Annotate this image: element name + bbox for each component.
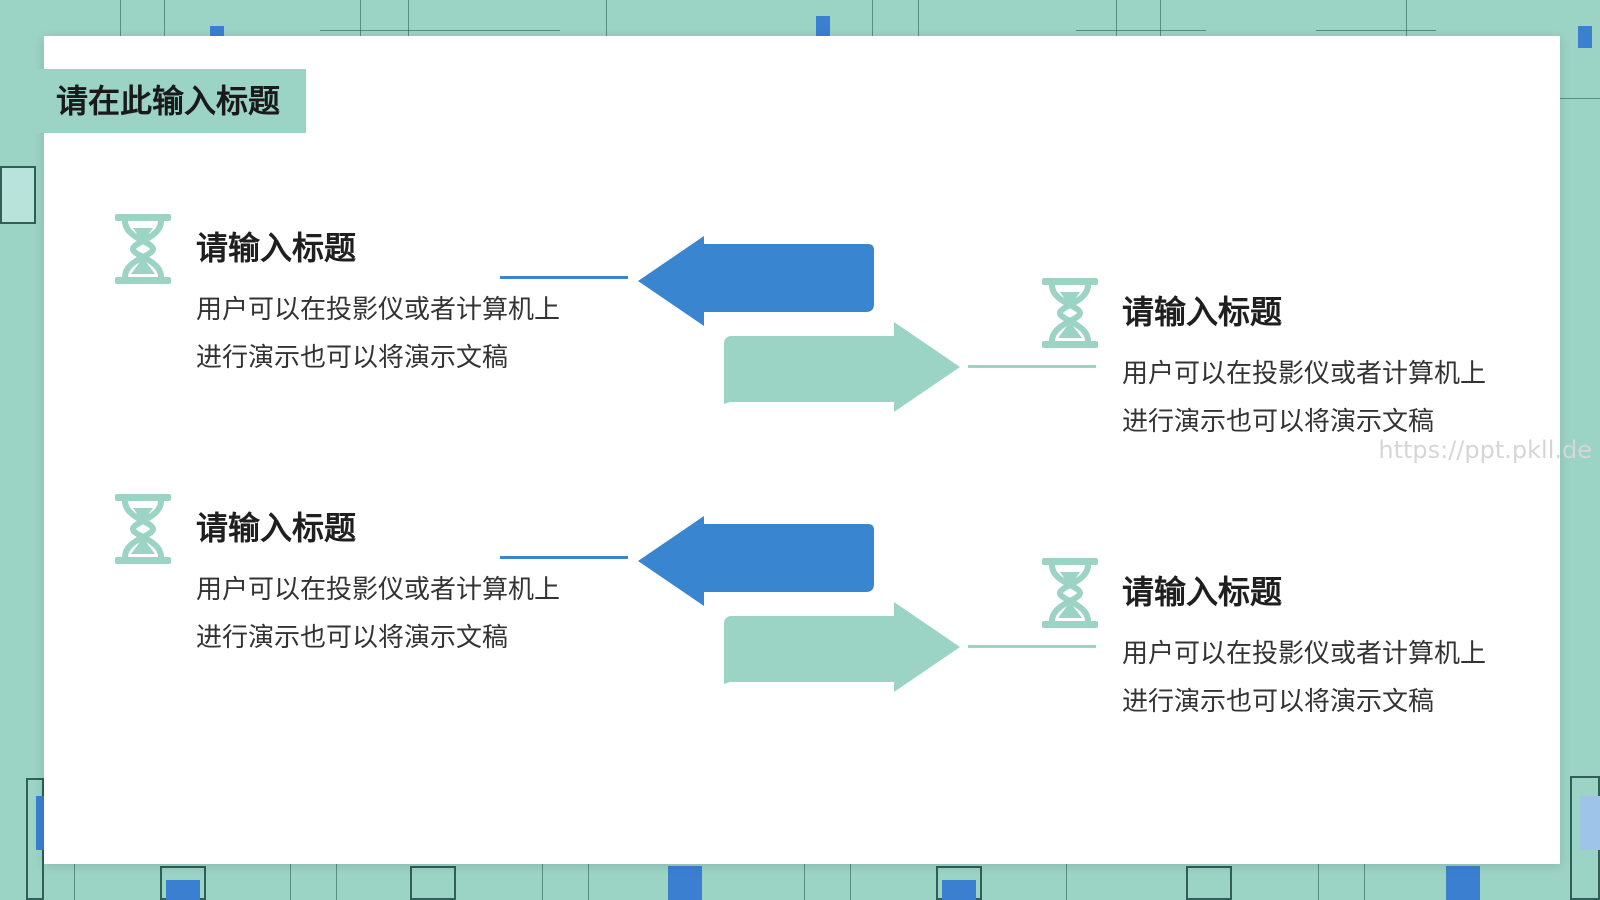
bg-grid-line (1076, 30, 1206, 31)
arrow-right-icon (722, 602, 960, 696)
item-body-line: 用户可以在投影仪或者计算机上 (1122, 639, 1487, 669)
bg-frame (0, 166, 36, 224)
bg-grid-line (1316, 30, 1436, 31)
bg-grid-line (1116, 0, 1117, 36)
bg-block (668, 866, 702, 900)
bg-block (816, 16, 830, 36)
bg-grid-line (408, 0, 409, 36)
bg-grid-line (74, 864, 75, 900)
bg-grid-line (1160, 0, 1161, 36)
item-body: 用户可以在投影仪或者计算机上 进行演示也可以将演示文稿 (196, 566, 596, 662)
item-heading: 请输入标题 (1122, 293, 1283, 331)
bg-block (1580, 796, 1600, 850)
bg-grid-line (336, 864, 337, 900)
bg-grid-line (918, 0, 919, 36)
item-body: 用户可以在投影仪或者计算机上 进行演示也可以将演示文稿 (196, 286, 596, 382)
bg-frame (410, 866, 456, 900)
bg-block (942, 880, 976, 900)
bg-grid-line (1560, 98, 1600, 99)
arrow-right-icon (722, 322, 960, 416)
hourglass-icon (1040, 556, 1100, 630)
connector-line (968, 365, 1096, 368)
bg-grid-line (1066, 864, 1067, 900)
bg-block (166, 880, 200, 900)
bg-grid-line (588, 864, 589, 900)
connector-line (968, 645, 1096, 648)
item-heading: 请输入标题 (196, 229, 357, 267)
bg-grid-line (164, 0, 165, 36)
bg-grid-line (290, 864, 291, 900)
hourglass-icon (113, 212, 173, 286)
bg-grid-line (1318, 864, 1319, 900)
item-body: 用户可以在投影仪或者计算机上 进行演示也可以将演示文稿 (1122, 630, 1522, 726)
hourglass-icon (113, 492, 173, 566)
item-body-line: 进行演示也可以将演示文稿 (196, 343, 509, 373)
bg-grid-line (872, 0, 873, 36)
connector-line (500, 556, 628, 559)
bg-grid-line (360, 0, 361, 36)
connector-line (500, 276, 628, 279)
bg-grid-line (120, 0, 121, 36)
slide-card (44, 36, 1560, 864)
item-body: 用户可以在投影仪或者计算机上 进行演示也可以将演示文稿 (1122, 350, 1522, 446)
bg-grid-line (320, 30, 560, 31)
arrow-left-icon (638, 516, 876, 610)
item-body-line: 进行演示也可以将演示文稿 (1122, 687, 1435, 717)
item-body-line: 进行演示也可以将演示文稿 (1122, 407, 1435, 437)
item-body-line: 用户可以在投影仪或者计算机上 (1122, 359, 1487, 389)
bg-block (36, 796, 44, 850)
bg-block (1578, 26, 1592, 48)
bg-block (210, 26, 224, 36)
bg-frame (1186, 866, 1232, 900)
bg-grid-line (850, 864, 851, 900)
bg-grid-line (1406, 0, 1407, 36)
item-body-line: 用户可以在投影仪或者计算机上 (196, 295, 561, 325)
bg-block (1446, 866, 1480, 900)
arrow-left-icon (638, 236, 876, 330)
item-body-line: 用户可以在投影仪或者计算机上 (196, 575, 561, 605)
bg-grid-line (1364, 864, 1365, 900)
item-body-line: 进行演示也可以将演示文稿 (196, 623, 509, 653)
item-heading: 请输入标题 (1122, 573, 1283, 611)
item-heading: 请输入标题 (196, 509, 357, 547)
bg-grid-line (542, 864, 543, 900)
hourglass-icon (1040, 276, 1100, 350)
bg-grid-line (606, 0, 607, 36)
bg-grid-line (804, 864, 805, 900)
watermark: https://ppt.pkll.de (1378, 436, 1592, 464)
title-band (20, 69, 306, 133)
slide-title: 请在此输入标题 (56, 82, 281, 120)
